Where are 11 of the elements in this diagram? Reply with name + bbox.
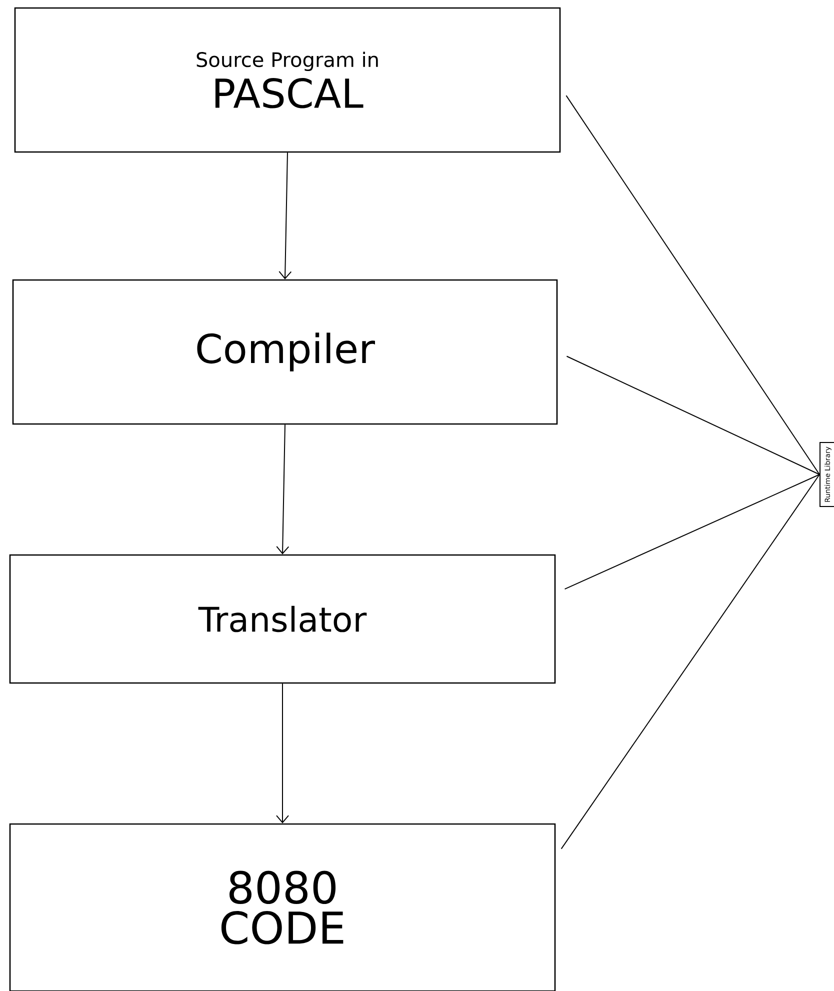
connector-line	[566, 356, 820, 475]
arrow	[276, 683, 289, 824]
process-box: Compiler	[12, 279, 558, 425]
arrow	[278, 152, 292, 280]
process-box: Source Program in PASCAL	[14, 7, 561, 153]
process-box: Translator	[9, 554, 556, 684]
arrow	[276, 424, 290, 554]
connector-line	[566, 95, 820, 475]
connector-line	[560, 474, 820, 850]
connector-line	[564, 474, 820, 590]
process-box: 8080 CODE	[9, 823, 556, 991]
